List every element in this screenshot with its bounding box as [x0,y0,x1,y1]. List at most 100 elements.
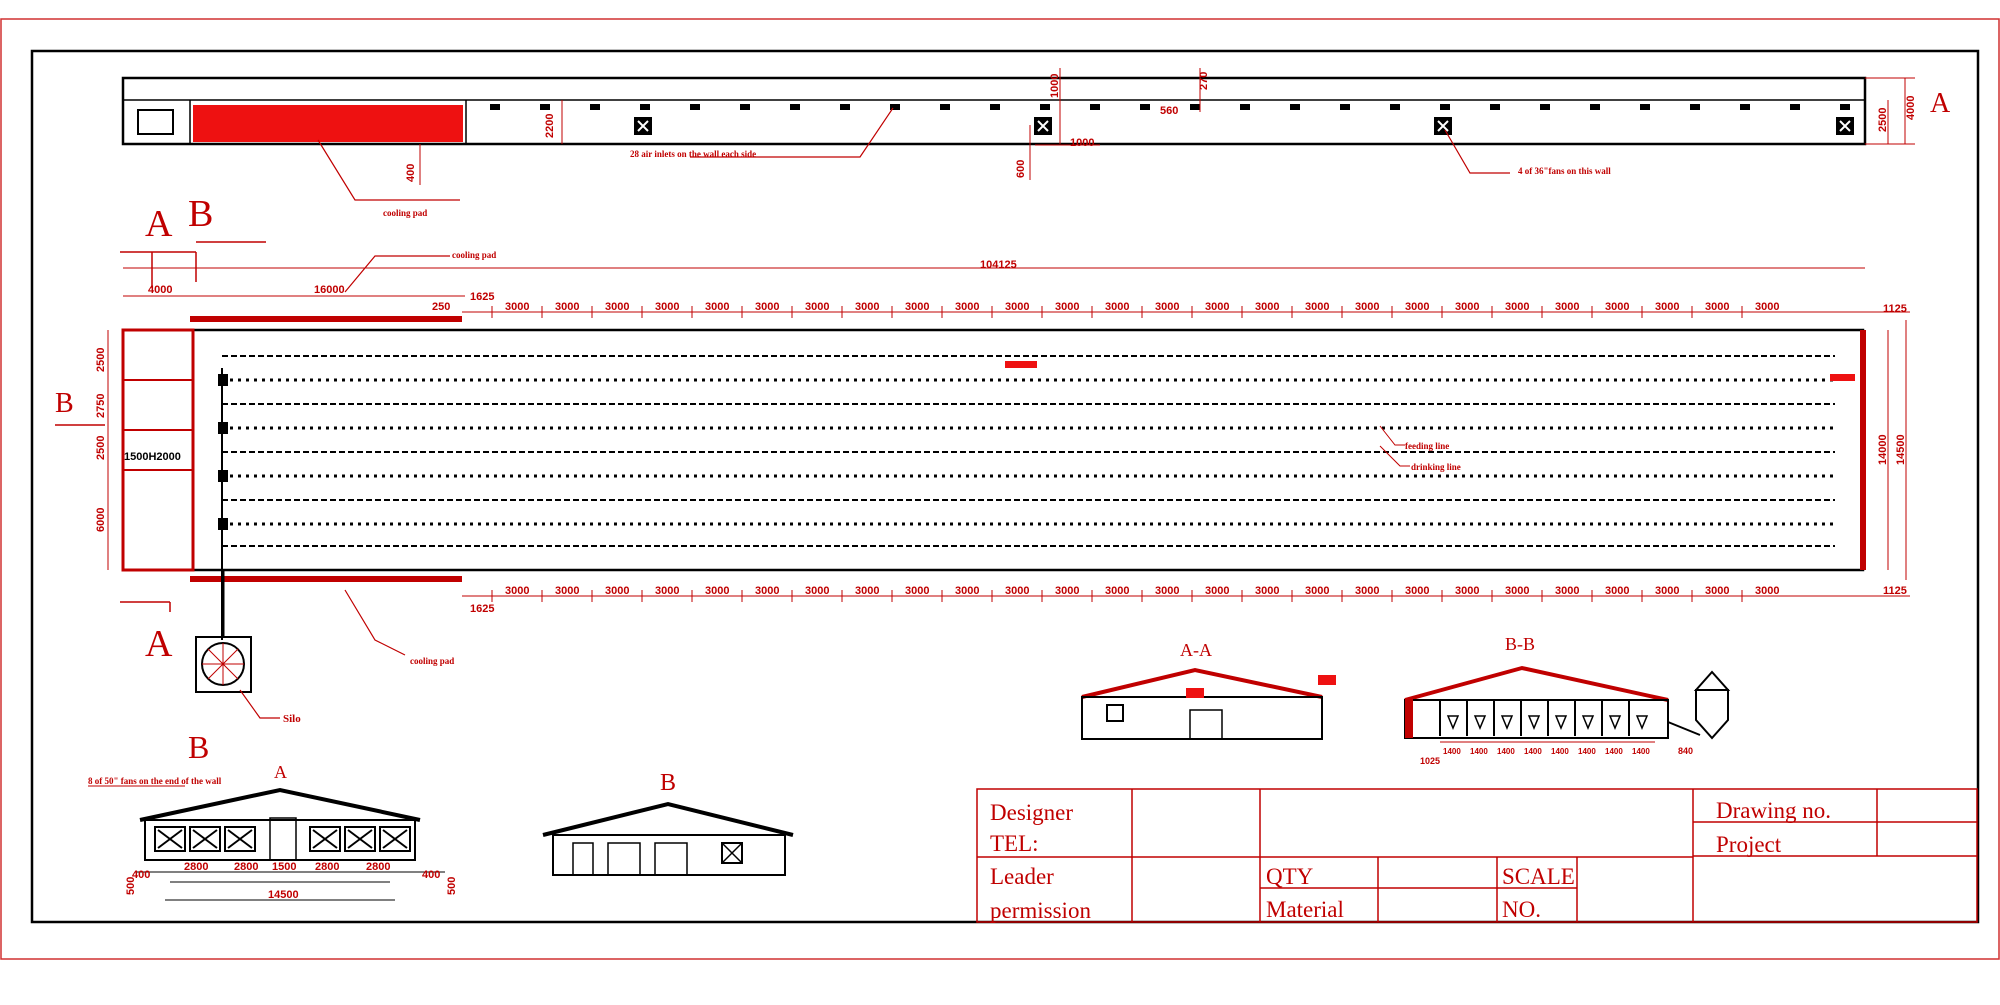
air-inlets-note: 28 air inlets on the wall each side [630,149,756,159]
end-view-a: B 8 of 50" fans on the end of the wall A… [88,729,458,901]
bay-dim-top: 3000 [1555,301,1579,313]
bay-dim-bottom: 3000 [1205,585,1229,597]
air-inlet-icon [1640,104,1650,110]
bay-dim-top: 3000 [905,301,929,313]
section-a-a: A-A [1081,640,1336,740]
silo-elevation [1693,670,1731,740]
bay-dim-bottom: 3000 [1055,585,1079,597]
air-inlet-icon [1290,104,1300,110]
air-inlet-icon [690,104,700,110]
bay-dim-bottom: 3000 [1405,585,1429,597]
air-inlet-icon [1790,104,1800,110]
title-block [976,788,1978,923]
air-inlet-icon [640,104,650,110]
designer-label: Designer [990,800,1073,825]
end-dim-2800-b: 2800 [234,861,258,873]
bay-dim-top: 3000 [1205,301,1229,313]
bay-dim-bottom: 3000 [1105,585,1129,597]
bay-dim-top: 3000 [705,301,729,313]
air-inlet-icon [740,104,750,110]
bay-dim-bottom: 3000 [1255,585,1279,597]
bay-dim-bottom: 3000 [1755,585,1779,597]
drawing-no-label: Drawing no. [1716,798,1831,823]
section-b-b-spacing: 1400 [1470,747,1488,756]
section-mark-b: B [188,193,213,235]
end-door [269,817,297,861]
section-b-b-trusses [1439,700,1649,736]
red-marker [1830,374,1855,381]
bay-dim-bottom: 3000 [1005,585,1029,597]
end-dim-400-l: 400 [132,869,150,881]
section-b-b-spacing: 1400 [1524,747,1542,756]
section-b-b-spacing: 1400 [1551,747,1569,756]
bay-dim-bottom: 3000 [505,585,529,597]
bay-dim-top: 3000 [1755,301,1779,313]
air-inlet-icon [890,104,900,110]
permission-label: permission [990,898,1091,923]
hanging-feeder-icon [1554,715,1568,730]
end-dim-1500: 1500 [272,861,296,873]
cooling-pad-bottom [190,576,462,582]
end-fan-icon [344,826,376,852]
air-inlet-icon [1490,104,1500,110]
section-a-a-label: A-A [1180,640,1212,660]
leader-label: Leader [990,864,1054,889]
dim-560: 560 [1160,105,1178,117]
dim-600: 600 [1015,160,1027,178]
feeding-drinking-lines [218,355,1855,640]
bay-dim-top: 3000 [1505,301,1529,313]
cooling-pad-note-top: cooling pad [452,250,496,260]
bay-dimensions: 3000 3000 3000 3000 3000 3000 3000 3000 3000 3000… [491,301,1779,602]
wall-fan-icon [634,117,1854,135]
section-b-b-label: B-B [1505,634,1535,654]
dim-4000: 4000 [148,284,172,296]
air-inlet-icon [1740,104,1750,110]
end-view-b: B [542,770,794,876]
hanging-feeder-icon [1608,715,1622,730]
section-mark-a: A [145,203,173,245]
right-dim-1: 14500 [1895,434,1907,465]
end-dim-500-l: 500 [125,877,137,895]
left-dim-1: 2750 [95,394,107,418]
bay-dim-bottom: 3000 [1455,585,1479,597]
end-dim-2800-a: 2800 [184,861,208,873]
end-dim-2800-c: 2800 [315,861,339,873]
bay-dim-top: 3000 [1455,301,1479,313]
end-fan-icon [154,826,186,852]
bay-dim-top: 3000 [1005,301,1029,313]
air-inlet-icon [540,104,550,110]
end-view-b-mark: B [188,729,209,765]
fan-cross [347,829,373,849]
dim-total-length: 104125 [980,259,1017,271]
air-inlet-icon [840,104,850,110]
bay-dim-top: 3000 [1655,301,1679,313]
material-label: Material [1266,897,1344,922]
dim-2500: 2500 [1877,108,1889,132]
bay-dim-bottom: 3000 [1155,585,1179,597]
bay-dim-bottom: 3000 [805,585,829,597]
air-inlet-icon [1440,104,1450,110]
fan-cross [382,829,408,849]
bay-dim-top: 3000 [855,301,879,313]
bay-dim-bottom: 3000 [555,585,579,597]
air-inlet-icon [1840,104,1850,110]
left-dim-3: 6000 [95,508,107,532]
dim-270: 270 [1198,72,1210,90]
bay-dim-bottom: 3000 [755,585,779,597]
bay-dim-bottom: 3000 [905,585,929,597]
section-mark-a-top: A [1930,88,1951,119]
bay-dim-top: 3000 [1155,301,1179,313]
end-dim-bottom: 1125 [1883,585,1907,597]
right-dim-0: 14000 [1877,434,1889,465]
section-b-b-spacing: 1400 [1578,747,1596,756]
bay-dim-bottom: 3000 [855,585,879,597]
bay-dim-top: 3000 [955,301,979,313]
bay-dim-top: 3000 [1055,301,1079,313]
left-dim-2: 2500 [95,436,107,460]
hanging-feeder-icon [1473,715,1487,730]
cooling-pad-elevation [193,105,463,142]
bay-dim-top: 3000 [555,301,579,313]
cooling-pad-top [190,316,462,322]
project-label: Project [1716,832,1782,857]
